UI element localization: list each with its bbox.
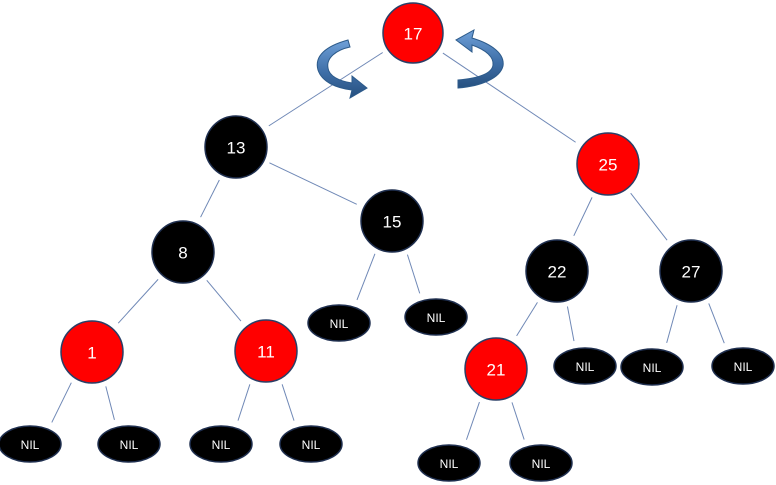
node-circle [382, 2, 444, 64]
tree-edge [356, 253, 376, 301]
nil-node-shape [553, 347, 617, 385]
tree-edge [465, 401, 480, 440]
tree-edge [442, 52, 576, 143]
nil-node-shape [279, 425, 343, 463]
nil-leaf-node: NIL [553, 347, 617, 385]
node-label: NIL [734, 360, 753, 374]
tree-node-17: 17 [382, 2, 444, 64]
nil-node-shape [404, 298, 468, 336]
tree-edge [573, 197, 593, 237]
node-circle [234, 319, 298, 383]
tree-edge [281, 384, 295, 421]
node-circle [204, 115, 268, 179]
nil-leaf-node: NIL [279, 425, 343, 463]
nil-leaf-node: NIL [417, 444, 481, 482]
node-label: 15 [383, 213, 402, 232]
tree-edge [206, 280, 242, 322]
nil-leaf-node: NIL [509, 444, 573, 482]
edges-layer [51, 52, 725, 440]
node-label: NIL [330, 317, 349, 331]
rotate-right-arrow-icon [455, 29, 504, 89]
node-label: 21 [487, 361, 506, 380]
nil-leaf-node: NIL [189, 425, 253, 463]
tree-edge [51, 382, 72, 423]
node-label: 8 [178, 244, 187, 263]
node-label: NIL [532, 457, 551, 471]
node-circle [525, 239, 589, 303]
tree-edge [105, 386, 115, 421]
nil-node-shape [620, 348, 684, 386]
nil-node-shape [307, 304, 371, 342]
tree-node-27: 27 [659, 239, 723, 303]
rotate-left-arrow-icon [316, 39, 368, 100]
tree-edge [666, 305, 678, 344]
tree-edge [268, 52, 384, 127]
node-label: NIL [643, 361, 662, 375]
nil-node-shape [97, 425, 161, 463]
nil-node-shape [0, 425, 62, 463]
nil-node-shape [417, 444, 481, 482]
node-circle [464, 337, 528, 401]
node-label: NIL [302, 438, 321, 452]
node-label: 17 [404, 25, 423, 44]
tree-edge [516, 302, 538, 337]
nil-leaf-node: NIL [404, 298, 468, 336]
tree-edge [269, 162, 357, 205]
tree-edge [630, 192, 668, 241]
nil-leaf-node: NIL [0, 425, 62, 463]
node-label: NIL [576, 360, 595, 374]
node-label: NIL [427, 311, 446, 325]
node-label: 1 [87, 344, 96, 363]
nil-leaf-node: NIL [307, 304, 371, 342]
nil-node-shape [189, 425, 253, 463]
node-circle [60, 320, 124, 384]
node-label: NIL [120, 438, 139, 452]
node-label: 22 [548, 263, 567, 282]
nil-leaf-node: NIL [711, 347, 775, 385]
node-label: 13 [227, 139, 246, 158]
nil-leaf-node: NIL [620, 348, 684, 386]
node-circle [360, 189, 424, 253]
tree-edge [708, 303, 725, 344]
tree-edge [237, 384, 251, 421]
tree-node-25: 25 [576, 132, 640, 196]
tree-node-22: 22 [525, 239, 589, 303]
tree-edge [406, 254, 421, 294]
node-label: 27 [682, 263, 701, 282]
tree-node-8: 8 [151, 220, 215, 284]
node-label: 25 [599, 156, 618, 175]
tree-edge [566, 306, 575, 342]
nil-leaf-node: NIL [97, 425, 161, 463]
tree-node-13: 13 [204, 115, 268, 179]
tree-node-1: 1 [60, 320, 124, 384]
nil-node-shape [711, 347, 775, 385]
tree-node-21: 21 [464, 337, 528, 401]
tree-node-15: 15 [360, 189, 424, 253]
nil-node-shape [509, 444, 573, 482]
tree-edge [200, 179, 220, 218]
tree-edge [511, 402, 525, 440]
node-label: NIL [21, 438, 40, 452]
node-circle [659, 239, 723, 303]
node-label: NIL [212, 438, 231, 452]
node-circle [151, 220, 215, 284]
node-label: 11 [257, 343, 275, 362]
tree-node-11: 11 [234, 319, 298, 383]
node-circle [576, 132, 640, 196]
node-label: NIL [440, 457, 459, 471]
tree-edge [117, 279, 159, 324]
